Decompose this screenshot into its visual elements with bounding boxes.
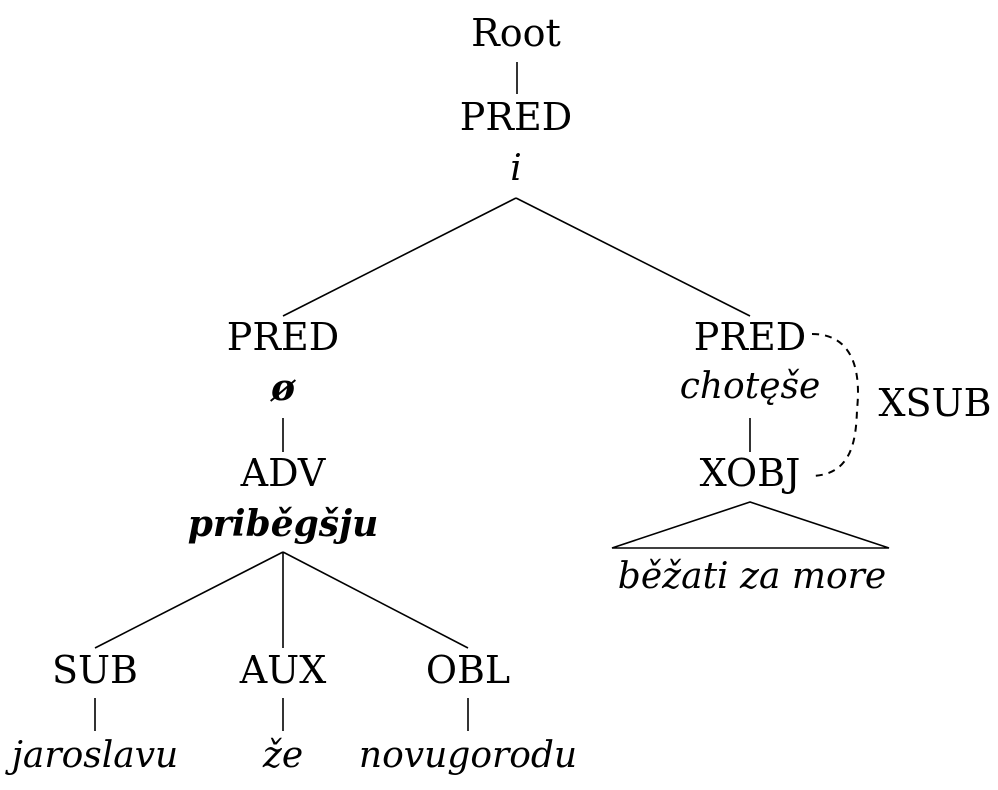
top-pred-word: i: [510, 148, 522, 189]
xsub-dashed-arc: [809, 333, 859, 477]
edge-adv-obl: [282, 551, 469, 649]
edge-top-left: [282, 197, 517, 317]
left-pred-word: ø: [270, 367, 296, 409]
right-pred-label: PRED: [694, 315, 806, 359]
xsub-label: XSUB: [878, 381, 991, 425]
sub-word: jaroslavu: [5, 735, 178, 776]
left-pred-label: PRED: [227, 315, 339, 359]
adv-word: priběgšju: [188, 503, 379, 545]
xobj-phrase-triangle: [611, 501, 890, 549]
root-label: Root: [471, 11, 561, 55]
xobj-label: XOBJ: [700, 451, 801, 495]
top-pred-label: PRED: [460, 95, 572, 139]
sub-label: SUB: [52, 648, 138, 692]
aux-word: že: [262, 735, 303, 776]
adv-label: ADV: [240, 451, 326, 495]
obl-label: OBL: [426, 648, 510, 692]
aux-label: AUX: [239, 648, 327, 692]
right-pred-word: chotęše: [680, 366, 821, 407]
obl-word: novugorodu: [359, 735, 577, 776]
edge-top-right: [515, 197, 751, 317]
edge-adv-sub: [94, 551, 284, 649]
xobj-phrase: běžati za more: [618, 556, 886, 597]
